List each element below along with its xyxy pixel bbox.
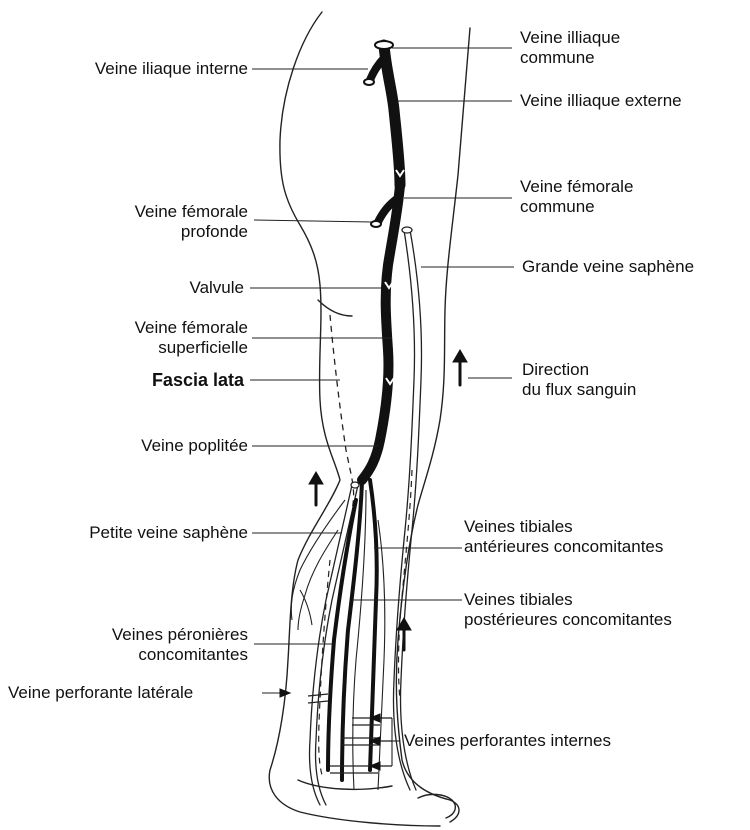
- foot-toes: [418, 794, 455, 818]
- label-veine-femorale-commune: Veine fémorale commune: [520, 177, 633, 217]
- label-veine-perforante-laterale: Veine perforante latérale: [8, 683, 193, 703]
- label-valvule: Valvule: [190, 278, 245, 298]
- leg-anterior-contour: [396, 28, 470, 822]
- leg-posterior-contour: [269, 12, 440, 826]
- deep-vein-axis: [362, 45, 400, 480]
- label-direction-flux: Direction du flux sanguin: [522, 360, 636, 400]
- fascia-lata-dashed: [330, 315, 354, 510]
- label-fascia-lata: Fascia lata: [152, 370, 244, 390]
- label-petite-veine-saphene: Petite veine saphène: [89, 523, 248, 543]
- arrow-up-icon: [453, 350, 467, 385]
- veine-illiaque-commune-shape: [384, 45, 400, 185]
- label-veine-illiaque-externe: Veine illiaque externe: [520, 91, 682, 111]
- label-veines-peronieres: Veines péronières concomitantes: [112, 625, 248, 665]
- label-veine-poplitee: Veine poplitée: [141, 436, 248, 456]
- label-veine-iliaque-interne: Veine iliaque interne: [95, 59, 248, 79]
- veine-femorale-path: [362, 185, 400, 480]
- leg-knee-crease: [318, 300, 352, 316]
- perforante-arrows: [280, 689, 392, 770]
- veine-femorale-profonde-cut: [371, 221, 381, 227]
- label-veine-femorale-profonde: Veine fémorale profonde: [135, 202, 248, 242]
- label-veines-tibiales-posterieures: Veines tibiales postérieures concomitant…: [464, 590, 672, 630]
- label-veines-tibiales-anterieures: Veines tibiales antérieures concomitante…: [464, 517, 663, 557]
- leg-outline: [269, 12, 470, 826]
- label-grande-veine-saphene: Grande veine saphène: [522, 257, 694, 277]
- label-veines-perforantes-internes: Veines perforantes internes: [404, 731, 611, 751]
- veine-illiaque-commune-cut: [375, 41, 393, 49]
- label-veine-femorale-superficielle: Veine fémorale superficielle: [135, 318, 248, 358]
- veines-tibiales-anterieures: [370, 480, 377, 770]
- arrow-up-icon: [309, 472, 323, 505]
- label-veine-illiaque-commune: Veine illiaque commune: [520, 28, 620, 68]
- leader-femorale-profonde: [254, 220, 372, 222]
- veine-iliaque-interne-cut: [364, 79, 374, 85]
